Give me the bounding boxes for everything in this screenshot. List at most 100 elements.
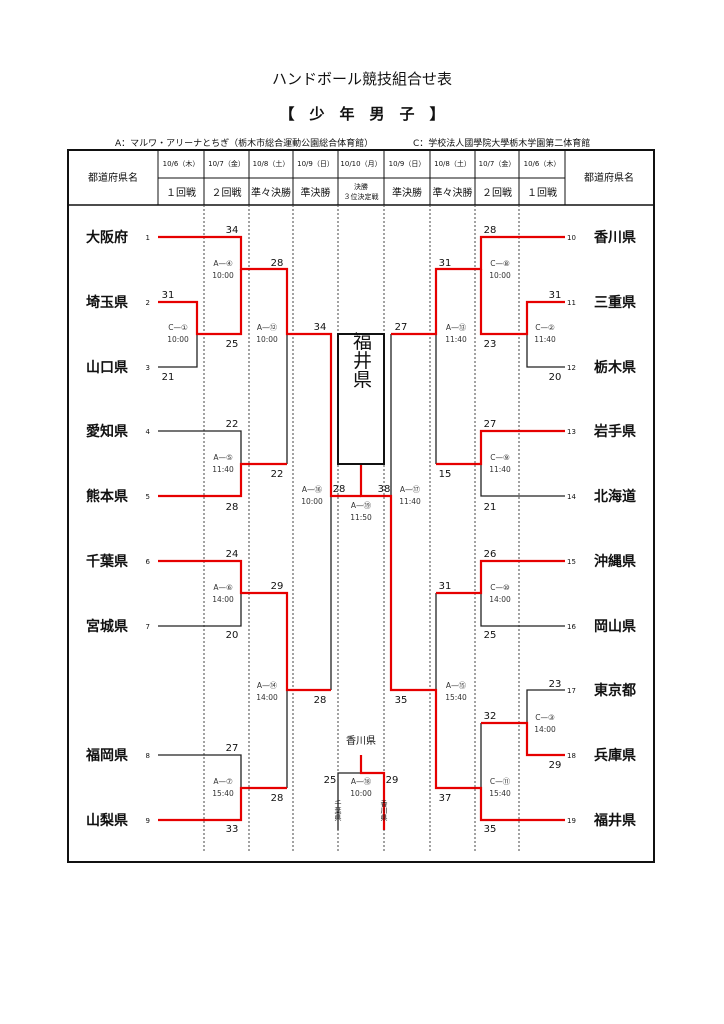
date: 10/8（土）: [253, 159, 290, 168]
match-time: 11:40: [534, 335, 556, 344]
score: 23: [549, 679, 562, 690]
round: 準決勝: [301, 186, 331, 199]
team-number: 10: [567, 234, 576, 242]
match-code: C—⑪: [490, 777, 511, 786]
score: 25: [226, 339, 239, 350]
round: １回戦: [166, 186, 196, 199]
team-name: 岡山県: [594, 619, 636, 635]
match-time: 10:00: [350, 789, 372, 798]
score: 29: [549, 760, 562, 771]
score: 31: [162, 290, 175, 301]
score: 20: [226, 630, 239, 641]
score: 33: [226, 824, 239, 835]
date: 10/9（日）: [297, 160, 334, 168]
match-code: A—⑤: [213, 453, 233, 462]
team-number: 9: [146, 817, 150, 825]
match-code: C—⑨: [490, 453, 510, 462]
table-frame: [67, 149, 655, 863]
score: 28: [314, 695, 327, 706]
score: 28: [271, 793, 284, 804]
scores: 31 21 34 25 28 22 34 28 22 28 28 38 24 2…: [162, 225, 562, 835]
round: 準々決勝: [433, 186, 473, 199]
team-name: 福井県: [593, 812, 636, 829]
match-time: 10:00: [167, 335, 189, 344]
team-number: 12: [567, 364, 576, 372]
match-time: 11:50: [350, 513, 372, 522]
match-time: 15:40: [212, 789, 234, 798]
round: ２回戦: [482, 186, 512, 199]
match-code: C—⑩: [490, 583, 510, 592]
match-code: A—⑱: [351, 777, 372, 786]
team-name: 愛知県: [86, 423, 128, 440]
score: 25: [484, 630, 497, 641]
team-name: 大阪府: [86, 229, 128, 246]
match-code: A—⑬: [446, 323, 467, 332]
team-name: 千葉県: [86, 553, 128, 570]
team-name: 福岡県: [85, 747, 128, 764]
score: 23: [484, 339, 497, 350]
match-code: A—⑮: [446, 681, 467, 690]
score: 21: [484, 502, 497, 513]
score: 15: [439, 469, 452, 480]
score: 31: [439, 258, 452, 269]
team-number: 19: [567, 817, 576, 825]
team-number: 14: [567, 493, 576, 501]
right-teams: 香川県 三重県 栃木県 岩手県 北海道 沖縄県 岡山県 東京都 兵庫県 福井県 …: [567, 229, 636, 829]
match-code: A—⑦: [213, 777, 233, 786]
team-number: 11: [567, 299, 576, 307]
team-number: 15: [567, 558, 576, 566]
score: 22: [271, 469, 284, 480]
round-final: 決勝: [354, 182, 368, 191]
score: 38: [378, 484, 391, 495]
category-subtitle: 【 少 年 男 子 】: [279, 105, 444, 123]
page-title: ハンドボール競技組合せ表: [272, 70, 452, 88]
match-time: 15:40: [445, 693, 467, 702]
score: 29: [386, 775, 399, 786]
score: 35: [395, 695, 408, 706]
match-time: 10:00: [212, 271, 234, 280]
date: 10/7（金）: [479, 159, 516, 168]
match-time: 10:00: [256, 335, 278, 344]
match-time: 10:00: [489, 271, 511, 280]
team-number: 7: [146, 623, 150, 631]
bracket-lines-winners: [158, 235, 565, 830]
score: 31: [439, 581, 452, 592]
team-name: 岩手県: [593, 423, 636, 440]
team-number: 16: [567, 623, 576, 631]
team-name: 熊本県: [86, 488, 128, 505]
score: 28: [271, 258, 284, 269]
score: 34: [314, 322, 327, 333]
match-code: C—⑧: [490, 259, 510, 268]
third-place-right-team: 香川県: [380, 799, 388, 822]
team-name: 三重県: [594, 294, 636, 311]
match-time: 14:00: [489, 595, 511, 604]
score: 28: [333, 484, 346, 495]
date: 10/7（金）: [208, 159, 245, 168]
header-dates: 10/6（木） 10/7（金） 10/8（土） 10/9（日） 10/10（月）…: [163, 159, 561, 168]
round: 準々決勝: [251, 186, 291, 199]
match-labels: C—① 10:00 A—④ 10:00 A—⑫ 10:00 A—⑤ 11:40 …: [167, 259, 556, 798]
match-code: A—⑭: [257, 681, 278, 690]
team-name: 山梨県: [86, 812, 128, 829]
header-left-label: 都道府県名: [88, 171, 138, 184]
score: 22: [226, 419, 239, 430]
score: 31: [549, 290, 562, 301]
match-code: A—⑰: [400, 485, 421, 494]
match-code: A—⑫: [257, 323, 278, 332]
round: ２回戦: [212, 186, 242, 199]
date: 10/6（木）: [163, 159, 200, 168]
team-number: 4: [146, 428, 151, 436]
match-time: 11:40: [489, 465, 511, 474]
match-time: 11:40: [445, 335, 467, 344]
score: 25: [324, 775, 337, 786]
team-name: 北海道: [594, 488, 636, 505]
left-teams: 大阪府 埼玉県 山口県 愛知県 熊本県 千葉県 宮城県 福岡県 山梨県 1 2 …: [85, 229, 151, 829]
score: 34: [226, 225, 239, 236]
venue-c: C：学校法人國學院大學栃木学園第二体育館: [413, 137, 590, 149]
team-name: 山口県: [86, 360, 128, 376]
team-number: 5: [146, 493, 150, 501]
match-code: A—⑯: [302, 485, 323, 494]
team-number: 18: [567, 752, 576, 760]
round: 準決勝: [392, 186, 422, 199]
